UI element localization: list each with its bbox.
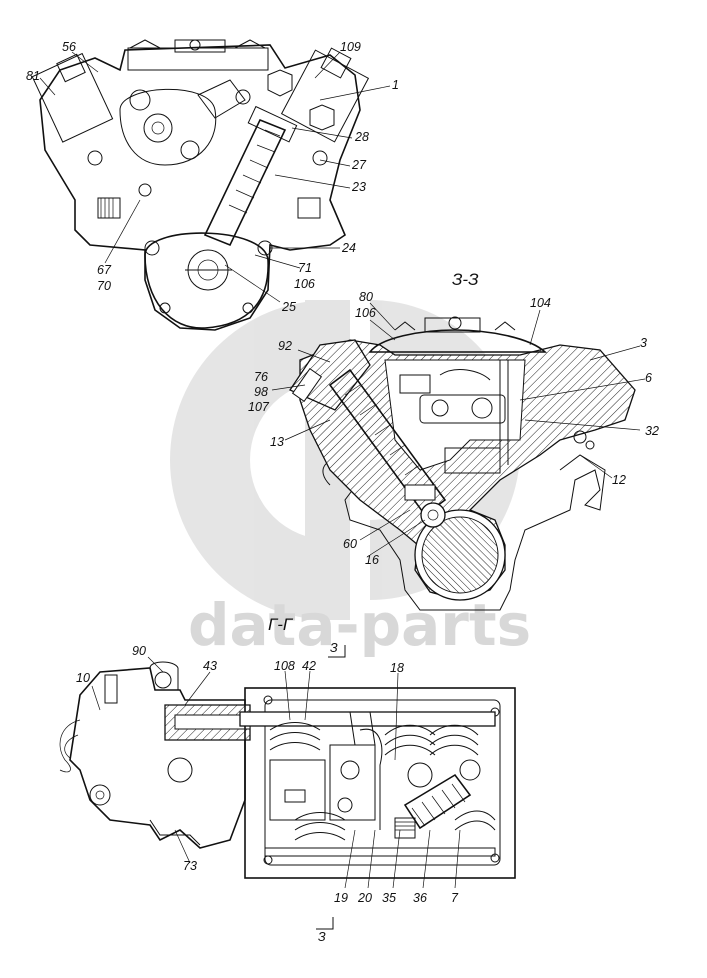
callout-28: 28 xyxy=(354,130,369,144)
callout-70: 70 xyxy=(97,279,111,293)
callout-36: 36 xyxy=(413,891,427,905)
callout-19: 19 xyxy=(334,891,348,905)
callout-32: 32 xyxy=(645,424,659,438)
callout-106-top: 106 xyxy=(294,277,315,291)
svg-text:З: З xyxy=(318,930,326,944)
callout-56: 56 xyxy=(62,40,76,54)
callout-71: 71 xyxy=(298,261,312,275)
callout-25: 25 xyxy=(281,300,296,314)
callout-106-mid: 106 xyxy=(355,306,376,320)
section-z-callouts: 80 106 104 3 92 6 76 98 107 32 13 12 60 … xyxy=(248,290,659,567)
section-g-leaders xyxy=(91,656,461,889)
section-g-drawing xyxy=(59,661,516,879)
callout-18: 18 xyxy=(390,661,404,675)
callout-60: 60 xyxy=(343,537,357,551)
callout-13: 13 xyxy=(270,435,284,449)
watermark-text: data-parts xyxy=(188,591,531,659)
callout-20: 20 xyxy=(357,891,372,905)
section-z-drawing xyxy=(289,316,636,611)
callout-73: 73 xyxy=(183,859,197,873)
front-view-callouts: 56 81 109 1 28 27 23 24 71 106 25 67 70 xyxy=(26,40,399,314)
callout-98: 98 xyxy=(254,385,268,399)
callout-6: 6 xyxy=(645,371,652,385)
callout-3: 3 xyxy=(640,336,647,350)
callout-27: 27 xyxy=(351,158,367,172)
callout-90: 90 xyxy=(132,644,146,658)
callout-1: 1 xyxy=(392,78,399,92)
callout-7: 7 xyxy=(451,891,459,905)
callout-16: 16 xyxy=(365,553,379,567)
callout-42: 42 xyxy=(302,659,316,673)
callout-80: 80 xyxy=(359,290,373,304)
callout-108: 108 xyxy=(274,659,295,673)
callout-109: 109 xyxy=(340,40,361,54)
section-g-callouts: 90 43 10 108 42 18 73 19 20 35 36 7 xyxy=(76,644,459,905)
section-cut-marker-bottom: З xyxy=(316,917,334,944)
section-title-z: З-З xyxy=(452,270,479,289)
callout-67: 67 xyxy=(97,263,112,277)
section-cut-marker-top: З xyxy=(328,641,346,658)
front-view-drawing xyxy=(31,39,370,331)
callout-10: 10 xyxy=(76,671,90,685)
callout-23: 23 xyxy=(351,180,366,194)
callout-12: 12 xyxy=(612,473,626,487)
callout-107: 107 xyxy=(248,400,270,414)
callout-81: 81 xyxy=(26,69,40,83)
svg-text:З: З xyxy=(330,641,338,655)
callout-24: 24 xyxy=(341,241,356,255)
section-title-g: Г-Г xyxy=(268,615,294,634)
callout-35: 35 xyxy=(382,891,396,905)
section-z-leaders xyxy=(271,302,646,556)
callout-76: 76 xyxy=(254,370,268,384)
callout-104: 104 xyxy=(530,296,551,310)
front-view-leaders xyxy=(39,51,391,303)
callout-92: 92 xyxy=(278,339,292,353)
callout-43: 43 xyxy=(203,659,217,673)
